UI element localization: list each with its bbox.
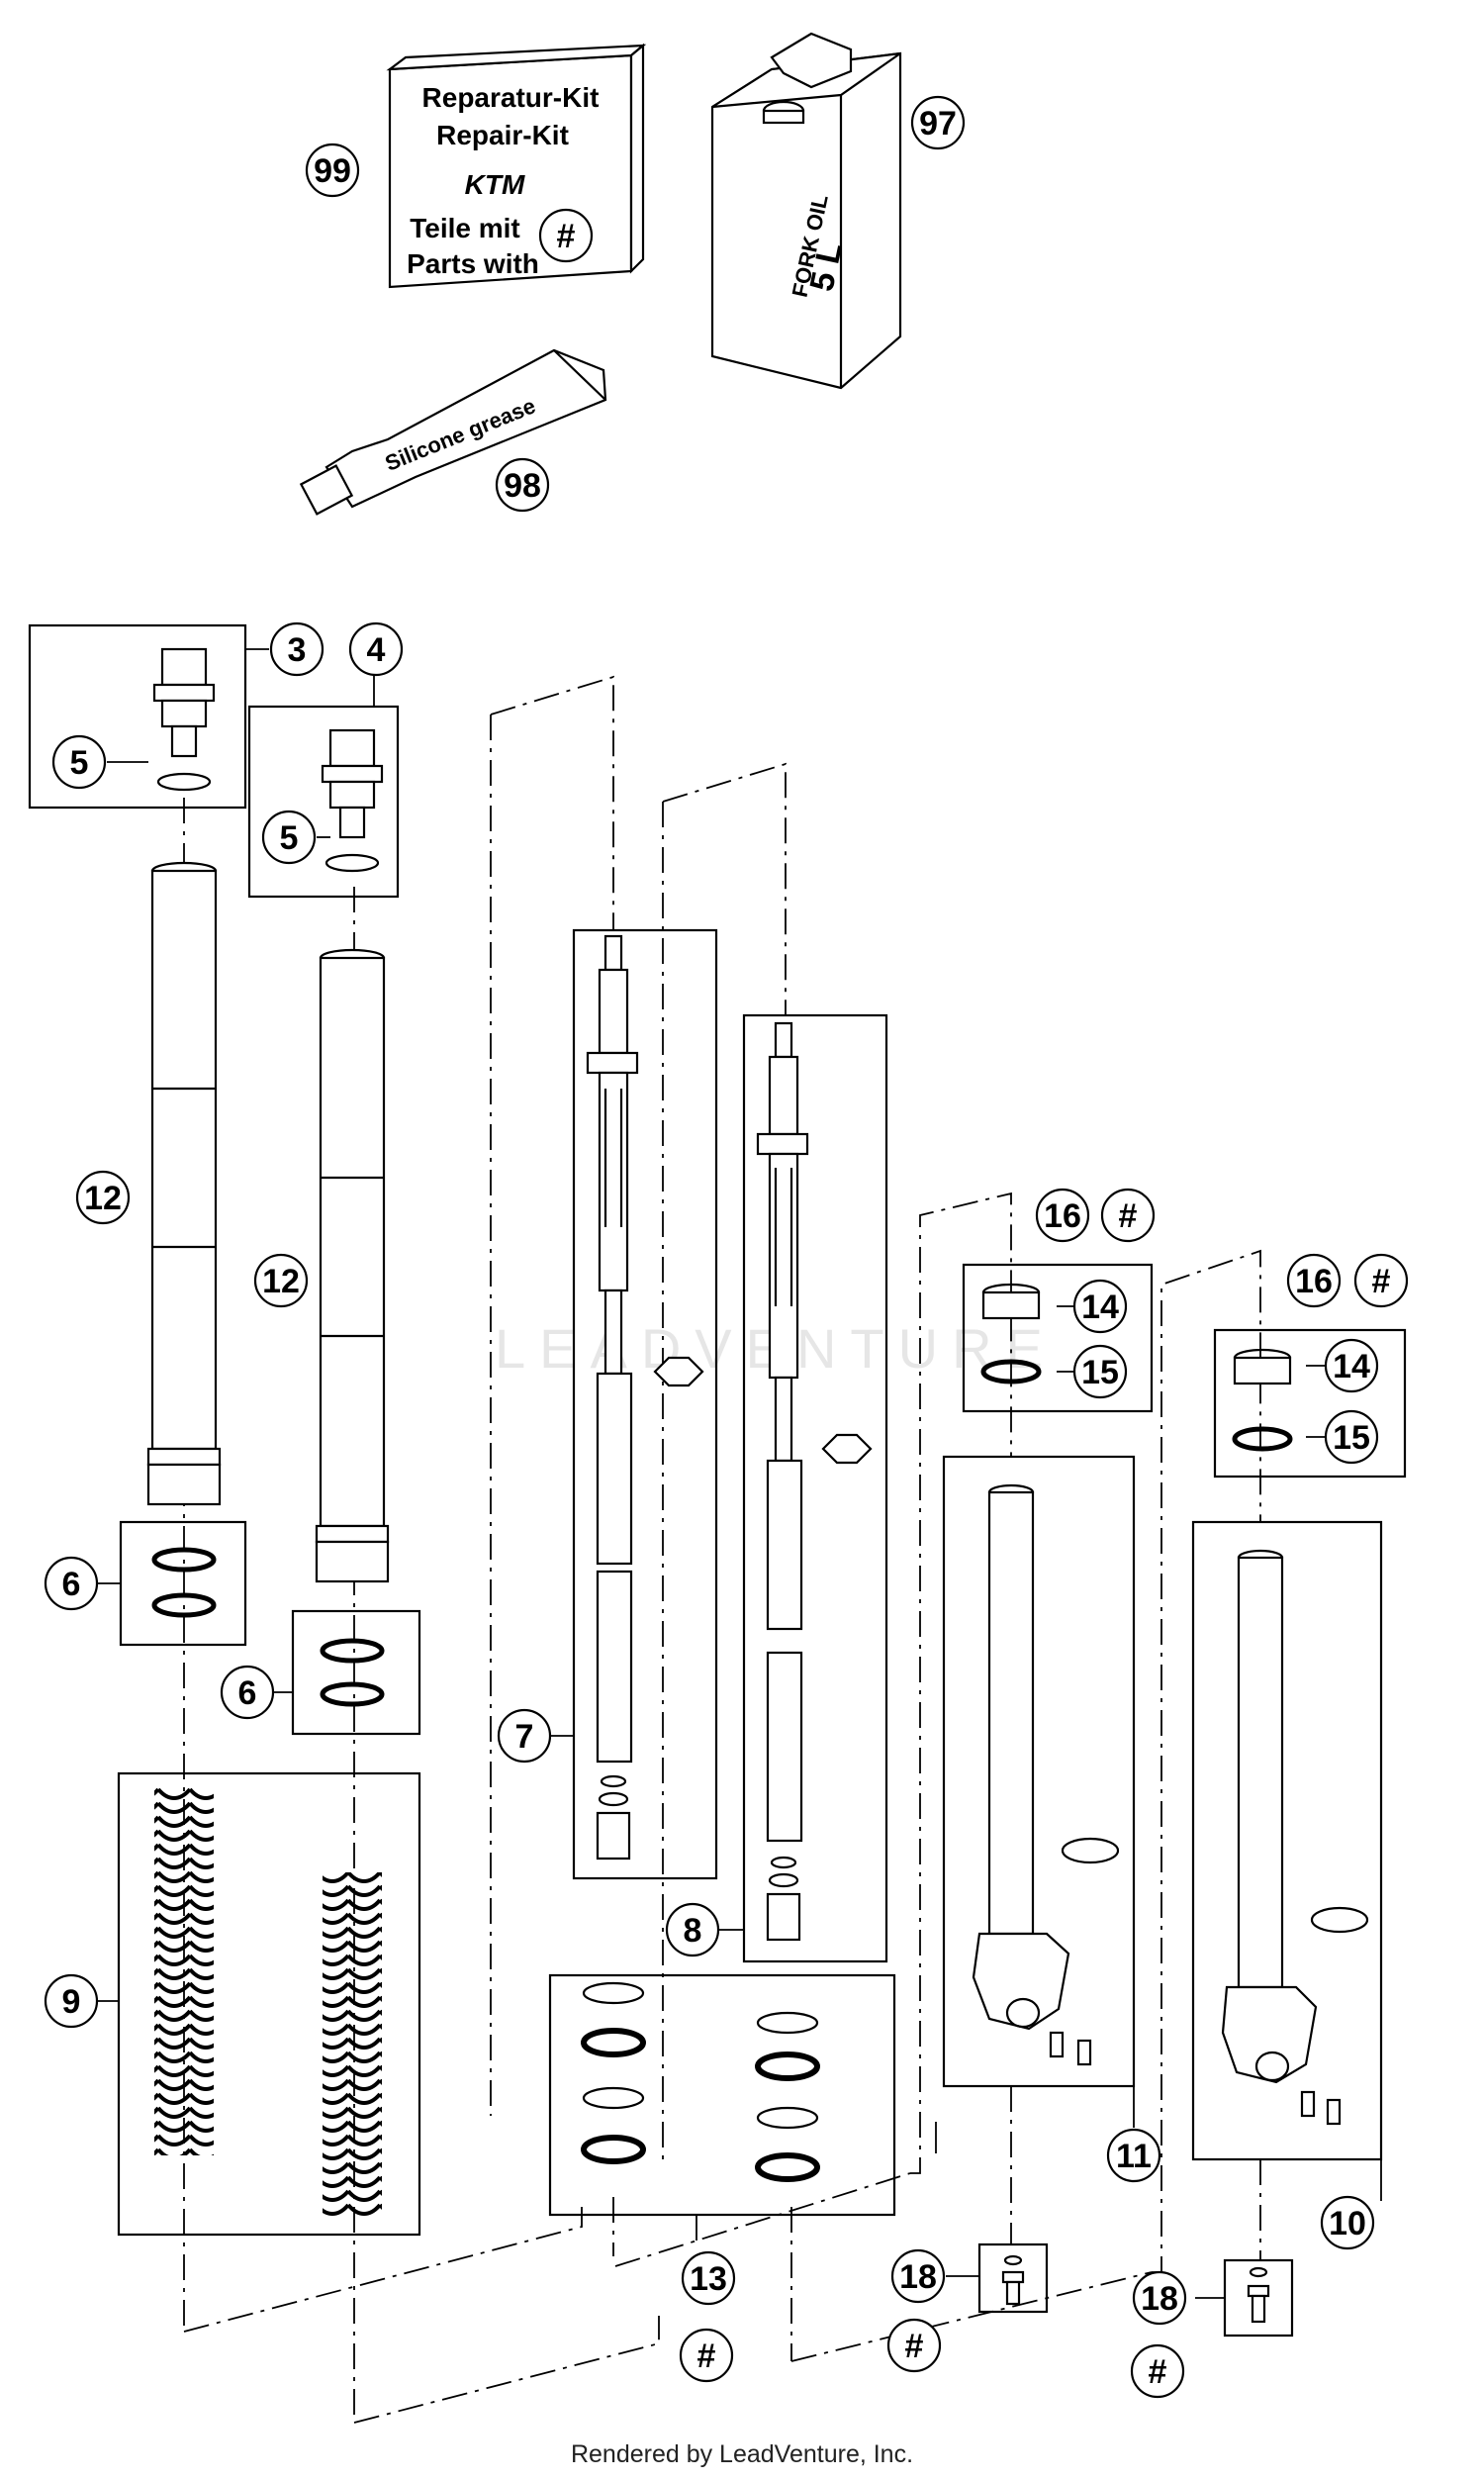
callout-4: 4	[367, 631, 386, 669]
repair-kit-line2: Repair-Kit	[436, 120, 569, 150]
callout-hash-13: #	[697, 2338, 716, 2375]
callout-circles	[44, 95, 1409, 2399]
cartridge-7	[586, 934, 704, 1861]
spring-left	[154, 1787, 214, 2155]
bushings-right	[1232, 1348, 1293, 1452]
callout-8: 8	[684, 1912, 702, 1950]
cartridge-group-box-8	[742, 1013, 888, 1963]
bushings-left	[980, 1283, 1042, 1384]
callout-15-left: 15	[1081, 1354, 1119, 1391]
footer-credit: Rendered by LeadVenture, Inc.	[570, 2440, 914, 2468]
bolt-18b	[1247, 2266, 1270, 2324]
callout-18-right: 18	[1141, 2280, 1178, 2318]
cartridge-8	[756, 1021, 873, 1942]
ktm-logo: KTM	[465, 169, 525, 200]
bolt-box-18a	[977, 2242, 1049, 2314]
callout-13: 13	[690, 2260, 727, 2298]
callout-10: 10	[1329, 2205, 1366, 2242]
cap-group-box-4	[247, 705, 400, 899]
fork-leg-10	[1221, 1549, 1369, 2126]
outer-tube-left	[146, 861, 222, 1506]
callout-5-right: 5	[280, 819, 299, 857]
seal-kit-parts	[581, 1981, 820, 2182]
fork-oil-can: FORK OIL 5 L	[710, 32, 902, 390]
callout-11: 11	[1116, 2138, 1152, 2175]
cap-group-box-3	[28, 623, 247, 810]
callout-16-right: 16	[1295, 1263, 1333, 1300]
callout-12-left: 12	[84, 1180, 122, 1217]
fork-cap-3	[152, 647, 216, 792]
fork-leg-11	[972, 1483, 1120, 2066]
fork-cap-4	[321, 728, 384, 873]
callout-99: 99	[314, 152, 351, 190]
repair-kit-box: Reparatur-Kit Repair-Kit KTM Teile mit P…	[386, 43, 647, 289]
callout-16-left: 16	[1044, 1197, 1081, 1235]
seal-group-box-6a	[119, 1520, 247, 1647]
callout-5-left: 5	[70, 744, 89, 782]
spring-right	[323, 1872, 382, 2217]
callout-hash-16-left: #	[1119, 1197, 1138, 1235]
silicone-grease-tube: Silicone grease	[299, 348, 607, 516]
repair-kit-line4: Parts with	[407, 248, 539, 279]
callout-7: 7	[515, 1718, 534, 1756]
callout-12-right: 12	[262, 1263, 300, 1300]
repair-kit-line1: Reparatur-Kit	[422, 82, 600, 113]
callout-18-left: 18	[899, 2258, 937, 2296]
fork-leg-box-10	[1191, 1520, 1383, 2161]
repair-kit-line3: Teile mit	[410, 213, 520, 243]
callout-hash-16-right: #	[1372, 1263, 1391, 1300]
callout-97: 97	[919, 105, 957, 143]
bushing-group-box-right	[1213, 1328, 1407, 1479]
cartridge-group-box-7	[572, 928, 718, 1880]
callout-14-right: 14	[1333, 1348, 1370, 1385]
spring-group-box-9	[117, 1771, 421, 2237]
fork-leg-box-11	[942, 1455, 1136, 2088]
callout-14-left: 14	[1081, 1288, 1119, 1326]
callout-hash-18-right: #	[1149, 2353, 1167, 2391]
callout-3: 3	[288, 631, 307, 669]
callout-6-left: 6	[62, 1566, 81, 1603]
seal-rings-right	[320, 1638, 385, 1707]
seal-kit-box-13	[548, 1973, 896, 2217]
seal-rings-left	[151, 1547, 217, 1618]
callout-98: 98	[504, 467, 541, 505]
callout-6-right: 6	[238, 1674, 257, 1712]
bushing-group-box-left	[962, 1263, 1154, 1413]
callout-9: 9	[62, 1983, 81, 2021]
bolt-18a	[1001, 2254, 1025, 2306]
seal-group-box-6b	[291, 1609, 421, 1736]
outer-tube-right	[315, 948, 390, 1583]
repair-kit-hash-symbol: #	[557, 218, 576, 255]
callout-hash-18-left: #	[905, 2328, 924, 2365]
callout-15-right: 15	[1333, 1419, 1370, 1457]
